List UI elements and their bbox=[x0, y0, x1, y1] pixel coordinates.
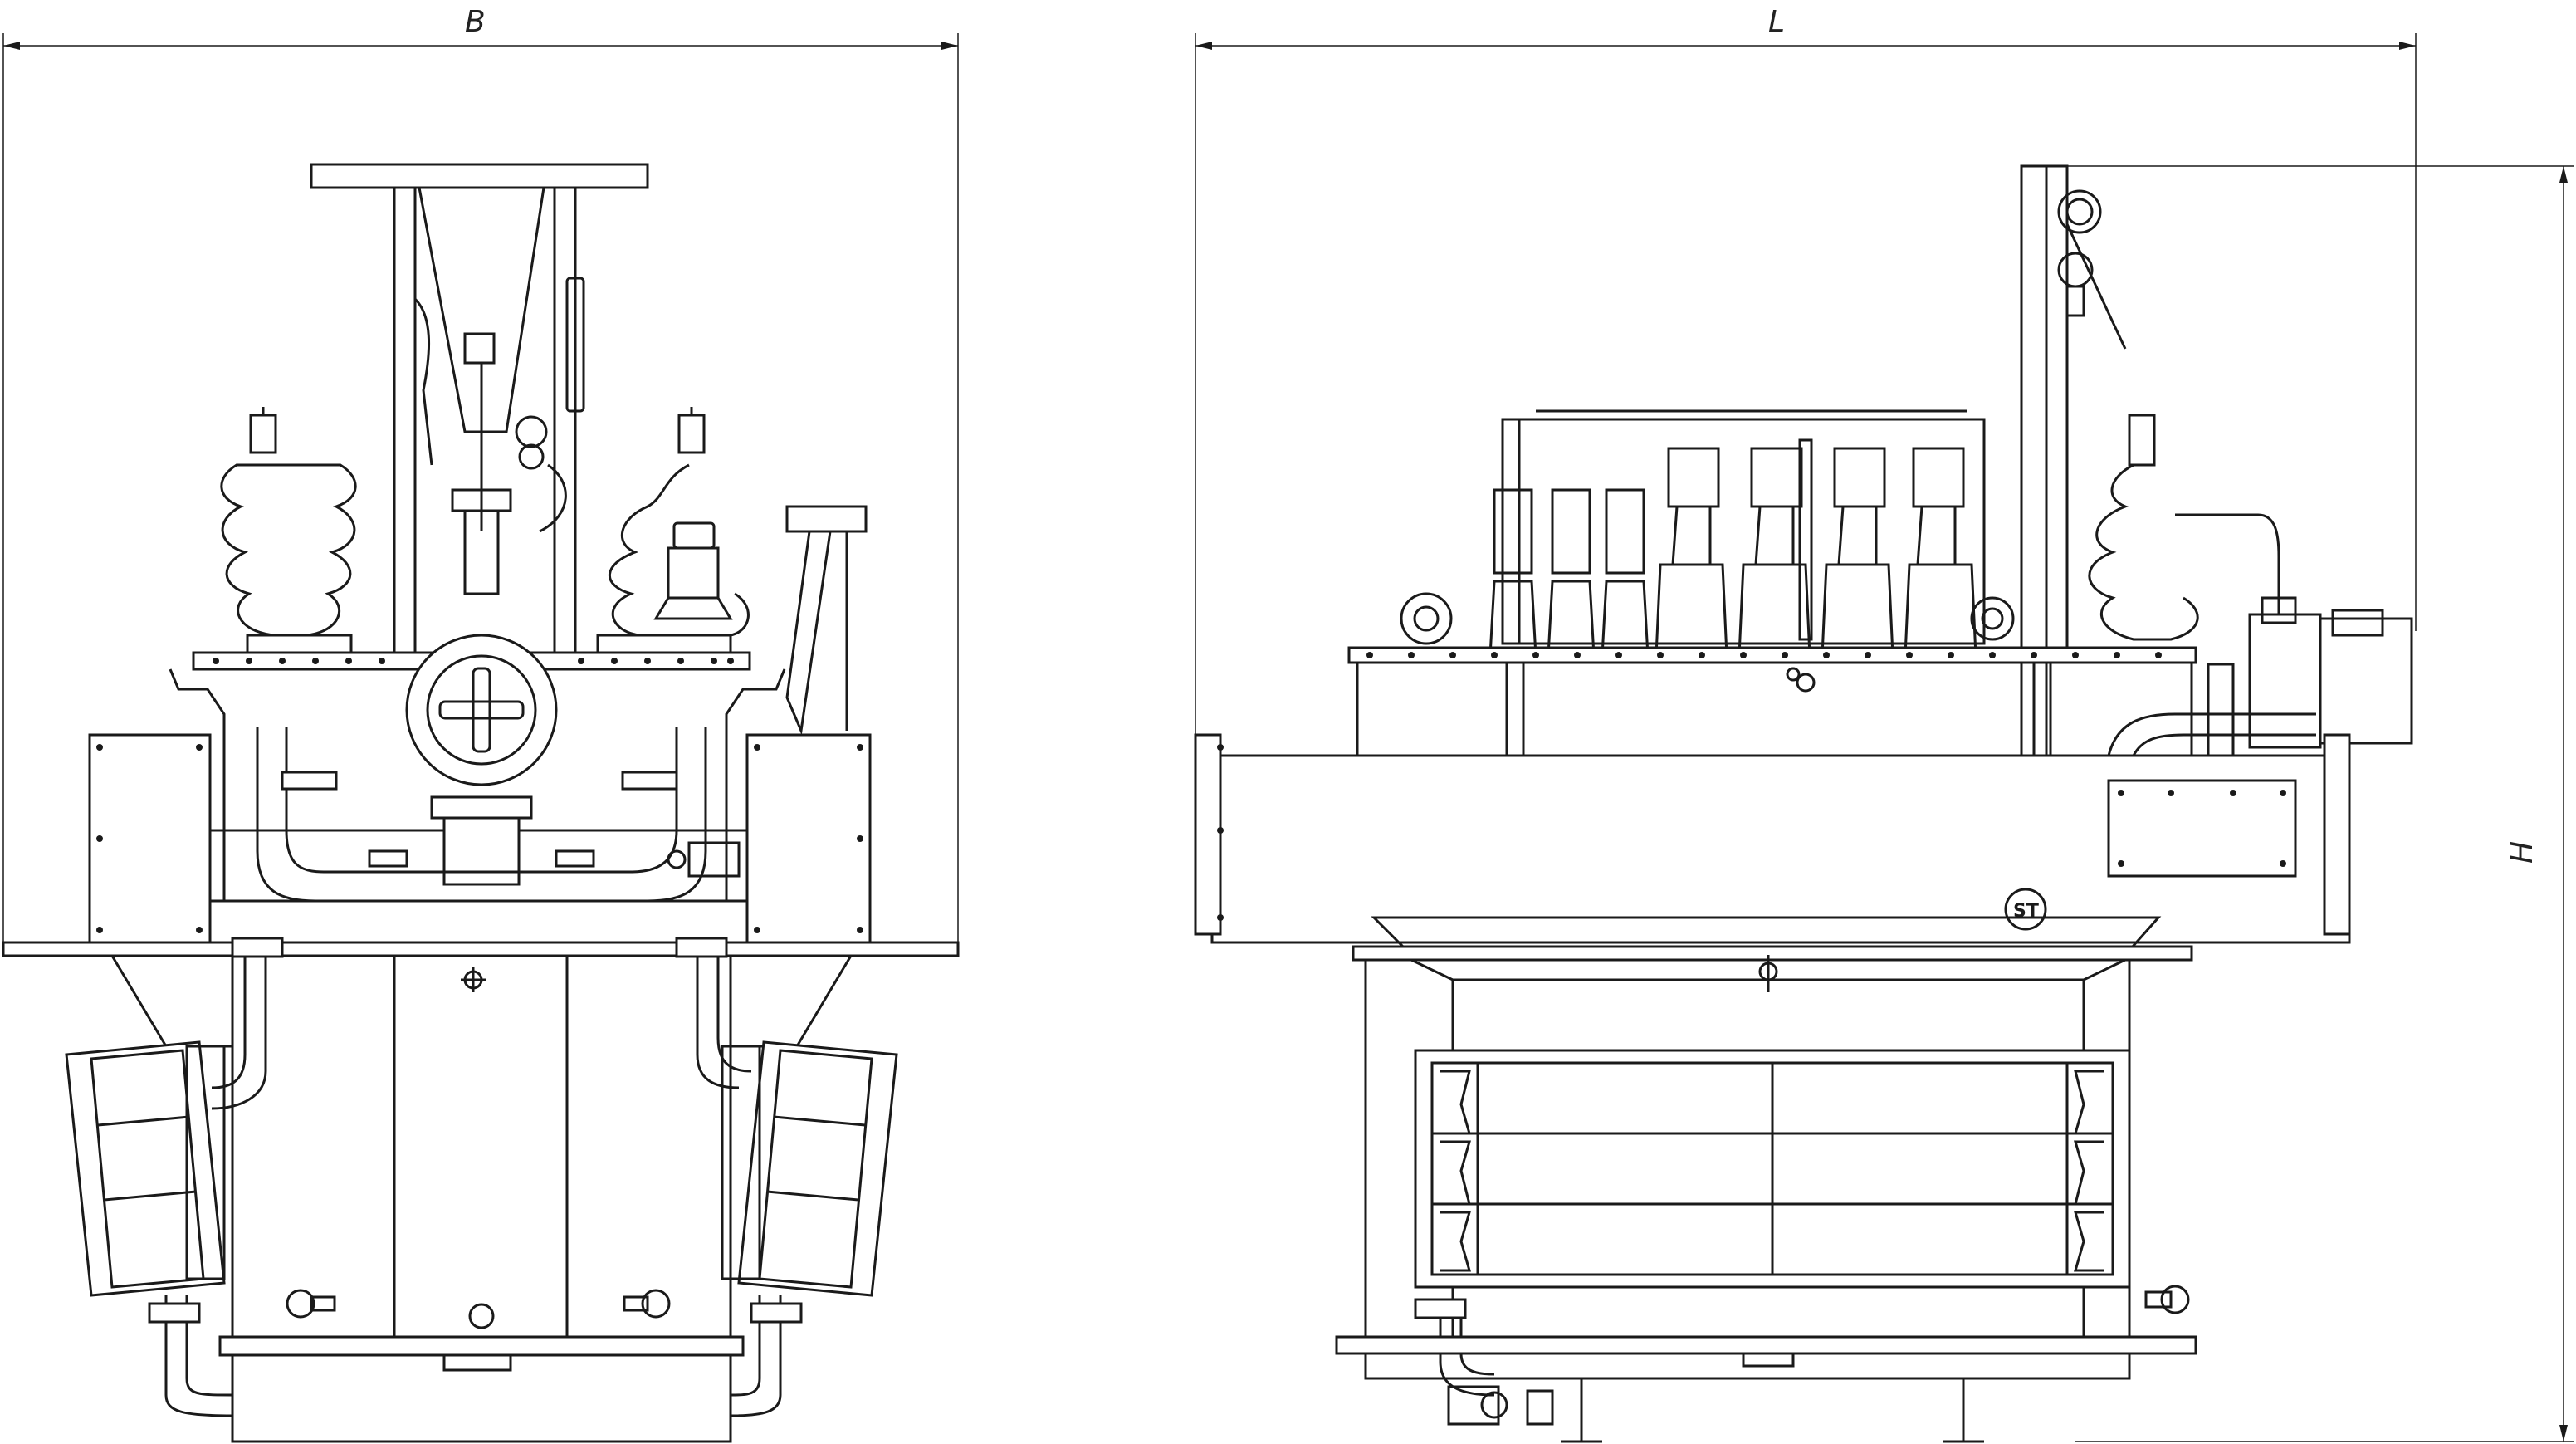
front-skid bbox=[218, 1335, 745, 1357]
side-hv-bushing bbox=[2088, 414, 2297, 641]
side-main-body bbox=[1210, 754, 2351, 944]
side-lv-bushings bbox=[1488, 488, 1650, 658]
front-left-bushing bbox=[220, 407, 357, 655]
front-left-radiator bbox=[65, 1040, 226, 1297]
front-right-radiator bbox=[721, 1040, 898, 1297]
dimension-width-label: B bbox=[465, 5, 486, 39]
side-view: ST bbox=[1194, 164, 2413, 1443]
side-cover-bolts bbox=[1366, 652, 2162, 658]
dimension-width: B bbox=[2, 5, 959, 955]
side-radiator bbox=[1414, 1049, 2131, 1289]
side-hv-terminals bbox=[1655, 438, 1977, 658]
front-left-panel bbox=[88, 733, 212, 944]
front-view bbox=[2, 163, 960, 1443]
side-skid bbox=[1335, 1335, 2197, 1355]
front-right-panel bbox=[745, 733, 872, 944]
front-conservator-head bbox=[405, 634, 558, 886]
dimension-height: H bbox=[2026, 165, 2574, 1442]
dimension-length-label: L bbox=[1768, 5, 1785, 39]
dimension-height-label: H bbox=[2505, 841, 2539, 864]
dimension-length: L bbox=[1195, 5, 2417, 747]
front-base-plate bbox=[2, 941, 960, 957]
side-pump-motor bbox=[2107, 609, 2413, 757]
front-cover-bolts bbox=[213, 658, 734, 664]
front-right-bushing bbox=[596, 407, 750, 655]
